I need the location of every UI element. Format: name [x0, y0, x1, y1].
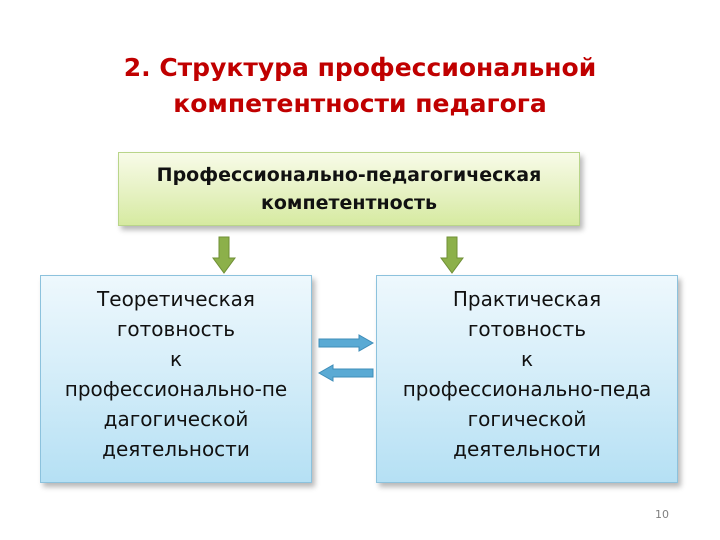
left-box-line: профессионально-пе: [64, 377, 288, 401]
down-arrow-right-icon: [440, 236, 464, 274]
slide-title: 2. Структура профессиональной компетентн…: [60, 50, 660, 122]
page-number: 10: [655, 508, 669, 521]
left-box-line: Теоретическая: [97, 287, 255, 311]
down-arrow-left-icon: [212, 236, 236, 274]
professional-pedagogical-competence-box: Профессионально-педагогическая компетент…: [118, 152, 580, 226]
left-arrow-icon: [318, 364, 374, 382]
right-box-line: Практическая: [452, 287, 602, 311]
left-box-line: деятельности: [102, 437, 250, 461]
right-box-line: готовность: [467, 317, 587, 341]
left-box-line: готовность: [116, 317, 236, 341]
right-box-line: гогической: [467, 407, 587, 431]
left-box-line: дагогической: [103, 407, 249, 431]
top-box-line-1: Профессионально-педагогическая: [156, 164, 542, 186]
left-box-line: к: [169, 347, 183, 371]
right-box-line: деятельности: [453, 437, 601, 461]
right-arrow-icon: [318, 334, 374, 352]
right-box-line: к: [520, 347, 534, 371]
practical-readiness-box: Практическая готовность к профессиональн…: [376, 275, 678, 483]
top-box-line-2: компетентность: [260, 192, 437, 214]
title-line-1: 2. Структура профессиональной: [123, 53, 597, 82]
right-box-line: профессионально-педа: [402, 377, 652, 401]
theoretical-readiness-box: Теоретическая готовность к профессиональ…: [40, 275, 312, 483]
title-line-2: компетентности педагога: [173, 89, 547, 118]
